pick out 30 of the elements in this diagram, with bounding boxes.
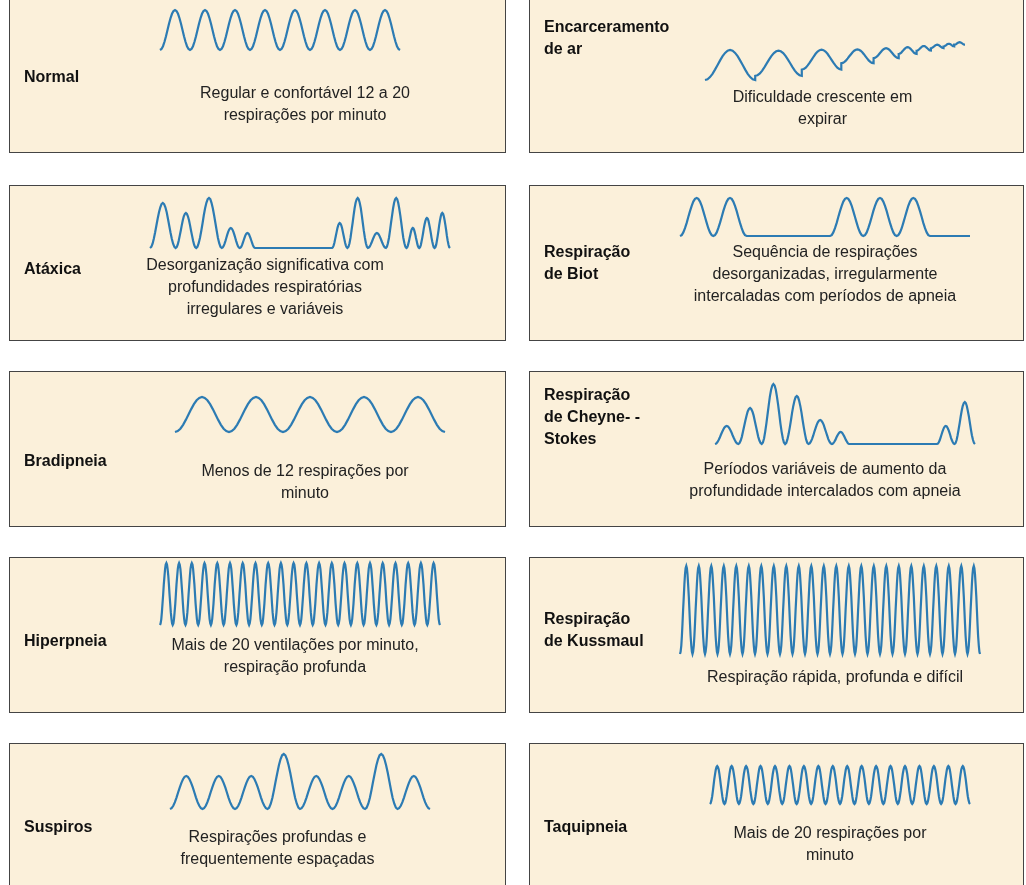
pattern-name: Normal [24, 67, 81, 87]
pattern-panel [529, 743, 1024, 885]
pattern-name: Respiração de Biot [544, 242, 632, 284]
pattern-name: Bradipneia [24, 451, 108, 471]
pattern-panel [529, 557, 1024, 713]
pattern-panel [9, 0, 506, 153]
pattern-description: Períodos variáveis de aumento da profundidade intercalados com apneia [688, 459, 962, 501]
pattern-description: Desorganização significativa com profundidades respiratórias irregulares e variáveis [145, 255, 385, 319]
pattern-name: Suspiros [24, 817, 94, 837]
pattern-description: Menos de 12 respirações por minuto [200, 461, 410, 503]
pattern-description: Dificuldade crescente em expirar [731, 87, 914, 129]
pattern-name: Hiperpneia [24, 631, 108, 651]
pattern-name: Encarceramento de ar [544, 17, 671, 59]
pattern-panel [529, 371, 1024, 527]
pattern-description: Sequência de respirações desorganizadas, irregularmente intercaladas com períodos de apneia [692, 242, 958, 306]
pattern-name: Respiração de Cheyne- -Stokes [544, 385, 641, 449]
pattern-panel [9, 371, 506, 527]
pattern-description: Mais de 20 respirações por minuto [732, 823, 928, 865]
pattern-name: Taquipneia [544, 817, 629, 837]
pattern-panel [9, 185, 506, 341]
pattern-panel [529, 0, 1024, 153]
pattern-description: Respirações profundas e frequentemente espaçadas [179, 827, 376, 869]
pattern-panel [529, 185, 1024, 341]
pattern-description: Regular e confortável 12 a 20 respirações por minuto [199, 83, 411, 125]
pattern-panel [9, 557, 506, 713]
pattern-panel [9, 743, 506, 885]
pattern-description: Mais de 20 ventilações por minuto, respiração profunda [170, 635, 420, 677]
pattern-description: Respiração rápida, profunda e difícil [705, 667, 965, 687]
pattern-name: Atáxica [24, 259, 82, 279]
pattern-name: Respiração de Kussmaul [544, 609, 645, 651]
